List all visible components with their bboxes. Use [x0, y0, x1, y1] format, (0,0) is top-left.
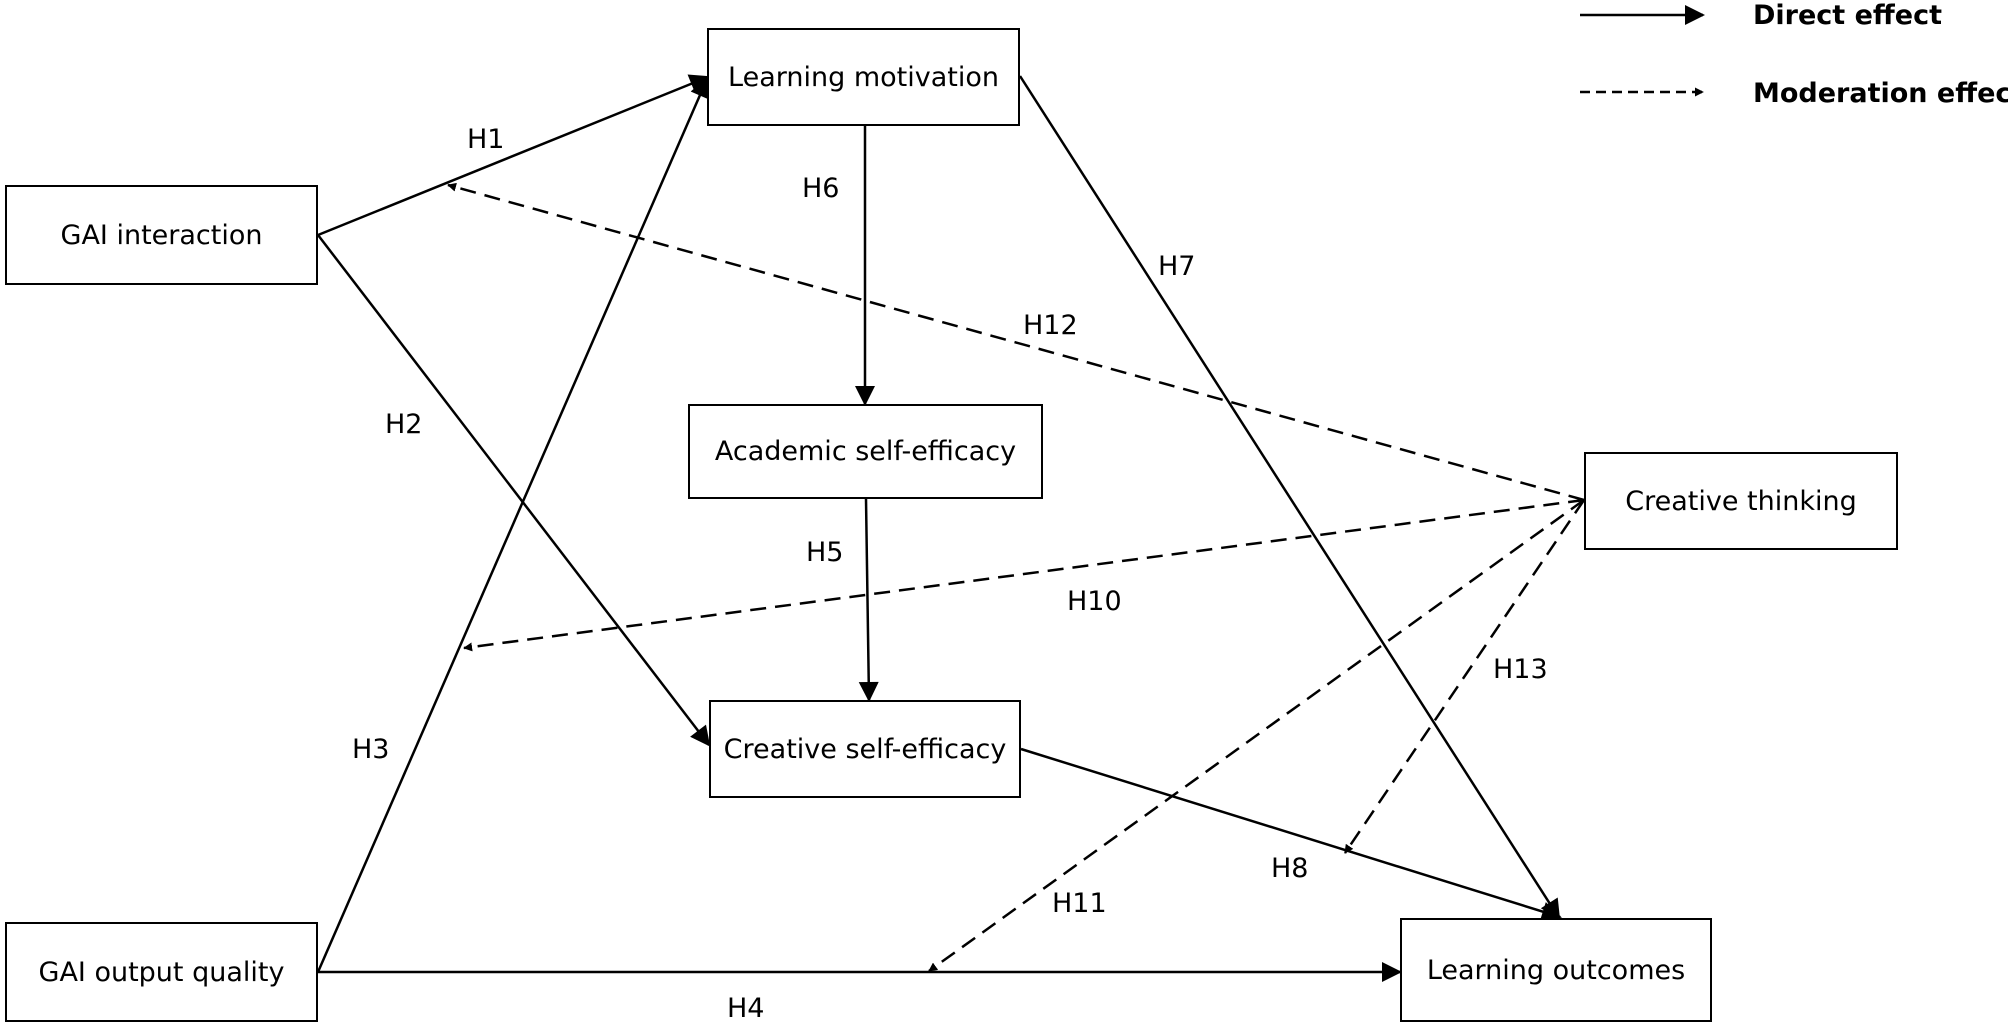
node-academic-self-efficacy-label: Academic self-efficacy — [714, 436, 1017, 467]
path-label-h8: H8 — [1271, 853, 1309, 884]
path-h3-line — [316, 77, 709, 973]
legend-moderation-label: Moderation effect — [1753, 78, 2008, 109]
node-creative-thinking: Creative thinking — [1584, 452, 1898, 550]
path-label-h13: H13 — [1493, 654, 1548, 685]
path-h5-line — [858, 498, 879, 702]
path-h7-line — [1018, 75, 1561, 920]
path-h12-line — [447, 182, 1585, 502]
path-label-h4: H4 — [727, 993, 765, 1024]
node-creative-self-efficacy: Creative self-efficacy — [709, 700, 1021, 798]
node-gai-output-quality-label: GAI output quality — [38, 956, 285, 988]
path-label-h3: H3 — [352, 734, 390, 765]
node-gai-interaction: GAI interaction — [5, 185, 318, 285]
node-learning-motivation: Learning motivation — [707, 28, 1020, 126]
path-h11-line — [928, 498, 1585, 973]
path-label-h6: H6 — [802, 173, 840, 204]
legend-direct-label: Direct effect — [1753, 0, 1943, 31]
path-h10-line — [463, 498, 1585, 652]
node-creative-thinking-label: Creative thinking — [1625, 485, 1857, 517]
node-gai-interaction-label: GAI interaction — [60, 219, 263, 251]
path-label-h1: H1 — [467, 124, 505, 155]
node-learning-outcomes-label: Learning outcomes — [1426, 954, 1686, 986]
node-creative-self-efficacy-label: Creative self-efficacy — [723, 733, 1007, 765]
path-label-h2: H2 — [385, 409, 423, 440]
node-learning-motivation-label: Learning motivation — [728, 61, 999, 93]
path-label-h5: H5 — [806, 537, 844, 568]
path-h2-line — [317, 234, 711, 747]
node-academic-self-efficacy: Academic self-efficacy — [688, 404, 1043, 499]
path-label-h10: H10 — [1067, 586, 1122, 617]
node-gai-output-quality: GAI output quality — [5, 922, 318, 1022]
path-label-h7: H7 — [1158, 251, 1196, 282]
path-h13-line — [1343, 499, 1586, 854]
path-label-h11: H11 — [1052, 888, 1107, 919]
path-h1-line — [317, 74, 710, 237]
node-learning-outcomes: Learning outcomes — [1400, 918, 1712, 1022]
path-h8-line — [1020, 747, 1562, 922]
path-label-h12: H12 — [1023, 310, 1078, 341]
